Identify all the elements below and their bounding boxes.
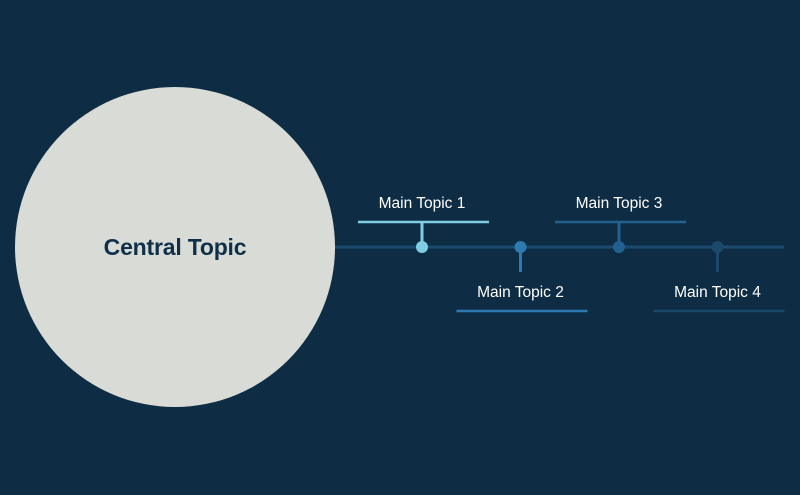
topic-dot [416, 241, 428, 253]
topic-label: Main Topic 4 [674, 284, 761, 301]
main-topic-3[interactable]: Main Topic 3 [555, 195, 686, 253]
topic-dot [514, 241, 527, 253]
central-topic-label: Central Topic [104, 234, 247, 260]
topic-dot [711, 241, 724, 253]
topic-dot [613, 241, 625, 253]
main-topics-group: Main Topic 1 Main Topic 2 Main Topic 3 Main… [358, 195, 785, 313]
main-topic-4[interactable]: Main Topic 4 [653, 241, 785, 313]
topic-label: Main Topic 2 [477, 284, 564, 301]
topic-label: Main Topic 1 [379, 195, 466, 212]
main-topic-1[interactable]: Main Topic 1 [358, 195, 489, 253]
topic-label: Main Topic 3 [576, 195, 663, 212]
main-topic-2[interactable]: Main Topic 2 [456, 241, 588, 313]
central-topic-node[interactable] [15, 87, 335, 407]
